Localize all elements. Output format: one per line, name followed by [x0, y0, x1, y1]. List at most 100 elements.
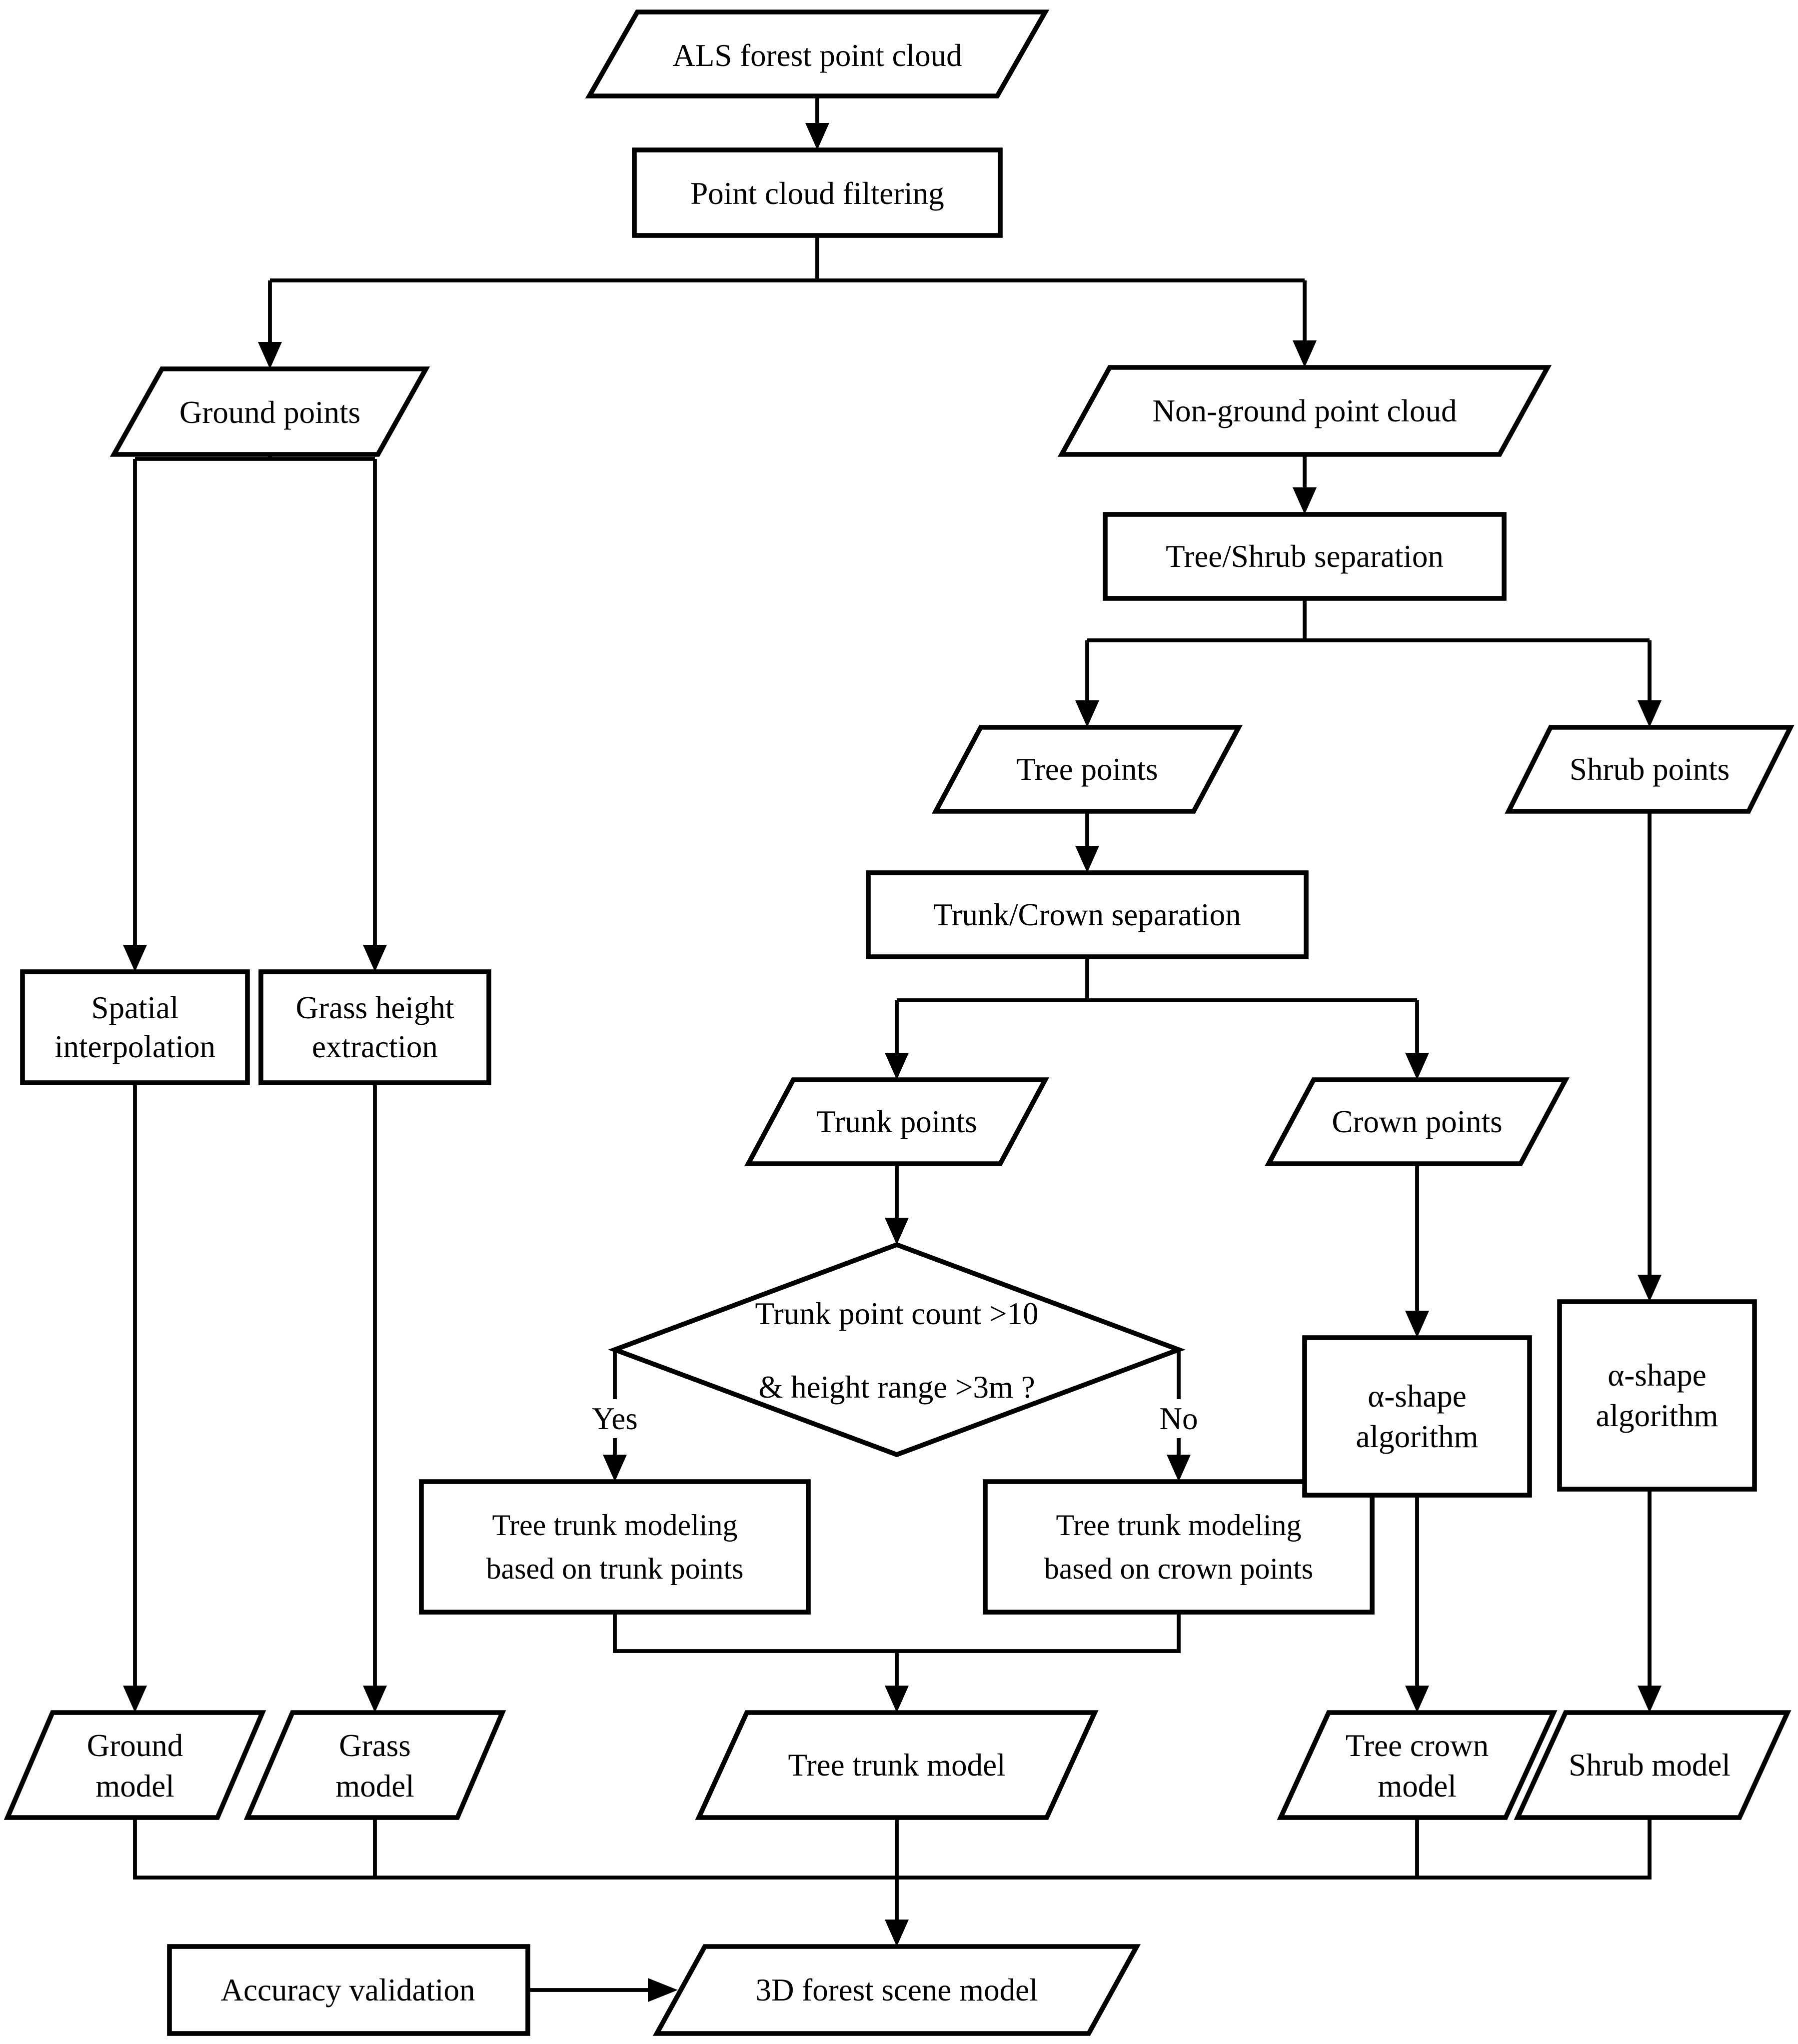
node-label: Tree/Shrub separation	[1166, 539, 1444, 574]
node-tree-crown-model: Tree crown model	[1277, 1710, 1558, 1820]
rect-shape	[419, 1479, 811, 1615]
parallelogram-shape	[1057, 365, 1552, 457]
node-label-line: algorithm	[1596, 1398, 1719, 1433]
yes-label: Yes	[592, 1401, 638, 1436]
arrowhead	[258, 342, 282, 369]
arrowhead	[1075, 700, 1099, 727]
arrowhead	[885, 1920, 909, 1947]
node-label-line: extraction	[312, 1029, 438, 1064]
node-label-line: α-shape	[1608, 1358, 1706, 1393]
rect-shape	[1103, 512, 1507, 601]
parallelogram-shape	[1277, 1710, 1558, 1820]
node-label-line: model	[95, 1769, 174, 1804]
arrowhead	[885, 1218, 909, 1245]
parallelogram-shape	[109, 366, 430, 457]
parallelogram-shape	[585, 9, 1050, 98]
arrowhead	[123, 1686, 147, 1713]
node-tree-trunk-modeling-trunk-points: Tree trunk modeling based on trunk point…	[419, 1479, 811, 1615]
node-label-line: algorithm	[1356, 1419, 1479, 1454]
node-label-line: Spatial	[91, 990, 179, 1025]
node-label-line: Grass height	[296, 990, 454, 1025]
arrowhead	[1167, 1455, 1191, 1482]
label-background	[579, 1399, 651, 1438]
arrowhead	[1293, 487, 1317, 514]
parallelogram-shape	[3, 1710, 266, 1820]
node-als-forest-point-cloud: ALS forest point cloud	[585, 9, 1050, 98]
node-label-line: Trunk point count >10	[755, 1296, 1039, 1331]
arrowhead	[123, 945, 147, 972]
arrowhead	[885, 1686, 909, 1713]
node-point-cloud-filtering: Point cloud filtering	[632, 147, 1003, 238]
node-ground-points: Ground points	[109, 366, 430, 457]
edge-label-yes: Yes	[579, 1399, 651, 1438]
node-label: Crown points	[1332, 1104, 1502, 1139]
arrowhead	[1405, 1053, 1429, 1080]
arrowhead	[1638, 1275, 1662, 1302]
no-label: No	[1160, 1401, 1198, 1436]
node-tree-trunk-modeling-crown-points: Tree trunk modeling based on crown point…	[983, 1479, 1375, 1615]
arrowhead	[1075, 846, 1099, 873]
node-label-line: Ground	[87, 1728, 183, 1763]
edge-modeling-merge	[613, 1612, 1181, 1653]
node-label-line: Tree trunk modeling	[1056, 1509, 1301, 1542]
node-label: Tree trunk model	[788, 1748, 1005, 1783]
node-label: Accuracy validation	[220, 1973, 475, 2008]
decision-diamond-shape	[608, 1242, 1186, 1458]
arrowhead	[1405, 1686, 1429, 1713]
node-ground-model: Ground model	[3, 1710, 266, 1820]
node-shrub-model: Shrub model	[1514, 1710, 1792, 1820]
node-label: Shrub points	[1570, 752, 1730, 787]
node-accuracy-validation: Accuracy validation	[167, 1944, 530, 2036]
arrowhead	[603, 1455, 627, 1482]
rect-shape	[167, 1944, 530, 2036]
node-non-ground-point-cloud: Non-ground point cloud	[1057, 365, 1552, 457]
rect-shape	[1302, 1335, 1532, 1498]
node-decision-trunk-point-count: Trunk point count >10 & height range >3m…	[608, 1242, 1186, 1458]
node-label: Trunk points	[816, 1104, 977, 1139]
parallelogram-shape	[243, 1710, 506, 1820]
edge-tree-shrub-split	[1087, 598, 1650, 642]
parallelogram-shape	[744, 1077, 1050, 1166]
node-label-line: Tree trunk modeling	[492, 1509, 737, 1542]
rect-shape	[258, 969, 491, 1085]
node-label: ALS forest point cloud	[672, 38, 962, 73]
label-background	[1147, 1399, 1210, 1438]
edge-trunk-crown-split	[897, 957, 1417, 1002]
arrowhead	[885, 1053, 909, 1080]
node-label-line: α-shape	[1368, 1379, 1466, 1414]
node-grass-model: Grass model	[243, 1710, 506, 1820]
node-label-line: Tree crown	[1346, 1728, 1489, 1763]
node-label-line: model	[335, 1769, 414, 1804]
node-label-line: model	[1378, 1769, 1456, 1804]
node-label: Tree points	[1017, 752, 1158, 787]
node-label: Ground points	[179, 395, 360, 430]
node-grass-height-extraction: Grass height extraction	[258, 969, 491, 1085]
parallelogram-shape	[931, 725, 1243, 814]
node-label-line: Grass	[339, 1728, 410, 1763]
node-tree-shrub-separation: Tree/Shrub separation	[1103, 512, 1507, 601]
arrowhead	[1405, 1311, 1429, 1338]
rect-shape	[983, 1479, 1375, 1615]
node-label: Shrub model	[1569, 1748, 1731, 1783]
node-shrub-points: Shrub points	[1505, 725, 1795, 814]
node-spatial-interpolation: Spatial interpolation	[20, 969, 250, 1085]
node-alpha-shape-algorithm-crown: α-shape algorithm	[1302, 1335, 1532, 1498]
arrowhead	[363, 1686, 387, 1713]
node-label: Non-ground point cloud	[1153, 393, 1457, 428]
parallelogram-shape	[1505, 725, 1795, 814]
node-label: 3D forest scene model	[755, 1973, 1038, 2008]
arrowhead	[1638, 700, 1662, 727]
node-tree-trunk-model: Tree trunk model	[695, 1710, 1099, 1820]
edge-filtering-split	[270, 235, 1305, 282]
arrowhead	[363, 945, 387, 972]
parallelogram-shape	[695, 1710, 1099, 1820]
node-label: Trunk/Crown separation	[933, 897, 1241, 932]
node-tree-points: Tree points	[931, 725, 1243, 814]
node-label-line: interpolation	[54, 1029, 215, 1064]
parallelogram-shape	[1264, 1077, 1570, 1166]
edge-label-no: No	[1147, 1399, 1210, 1438]
node-trunk-crown-separation: Trunk/Crown separation	[866, 870, 1309, 959]
node-crown-points: Crown points	[1264, 1077, 1570, 1166]
